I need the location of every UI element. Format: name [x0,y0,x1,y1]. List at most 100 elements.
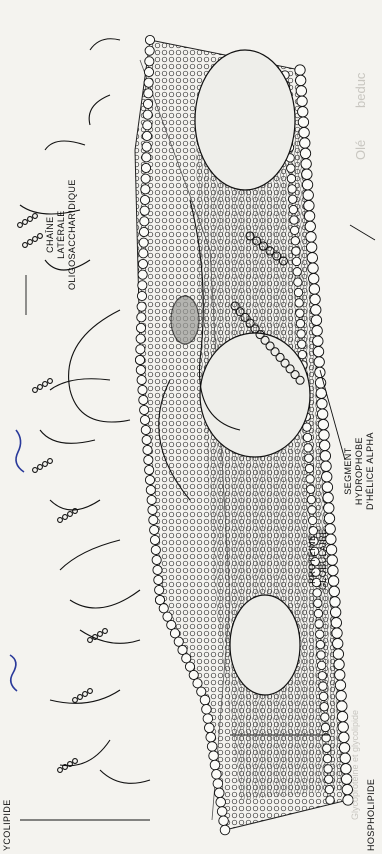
lipid-head [312,326,322,336]
lipid-head [333,638,343,648]
lipid-head [155,585,164,594]
lipid-head [325,785,333,793]
lipid-head [336,691,346,701]
lipid-head [323,492,333,502]
lipid-head [137,313,146,322]
sugar-bead [38,465,43,470]
lipid-head [289,195,297,203]
lipid-head [219,816,229,826]
lipid-head [204,723,214,733]
protein-label: PROTÉINE GLOBULAIRE [307,528,329,590]
lipid-head [142,131,151,140]
lipid-head [178,645,187,654]
lipid-head [142,142,151,151]
lipid-head [332,628,342,638]
handwritten-marks [10,430,24,691]
sugar-chain [40,430,95,443]
lipid-head [167,620,176,629]
lipid-head [322,472,332,482]
protein-label-line-2: GLOBULAIRE [318,528,329,590]
sugar-bead [73,698,78,703]
lipid-head [159,604,168,613]
lipid-head [139,395,148,404]
lipid-head [306,475,314,483]
lipid-head [328,576,338,586]
lipid-head [214,788,224,798]
sugar-bead [88,689,93,694]
lipid-head [330,607,340,617]
lipid-head [321,461,331,471]
lipid-head [309,273,319,283]
lipid-head [323,744,331,752]
lipid-head [324,765,332,773]
lipid-head [303,190,313,200]
lipid-head [292,257,300,265]
sugar-chain [100,770,150,783]
chain-label-line-1: CHAÎNE [45,179,56,290]
lipid-head [288,185,296,193]
sugar-bead [98,632,103,637]
lipid-head [290,216,298,224]
lipid-head [316,630,324,638]
lipid-head [335,670,345,680]
glycolipid-label: YCOLIPIDE [2,799,13,851]
lipid-head [287,164,295,172]
sugar-bead [78,695,83,700]
lipid-head [136,365,145,374]
lipid-head [323,754,331,762]
lipid-head [163,612,172,621]
lipid-head [326,796,334,804]
sugar-bead [43,382,48,387]
lipid-head [174,637,183,646]
lipid-head [330,597,340,607]
lipid-head [303,433,311,441]
lipid-head [340,753,350,763]
sugar-chain [69,310,130,422]
lipid-head [140,217,149,226]
lipid-head [151,545,160,554]
lipid-head [339,743,349,753]
lipid-head [318,419,328,429]
lipid-head [136,334,145,343]
lipid-head [150,535,159,544]
lipid-head [200,695,210,705]
lipid-head [144,455,153,464]
protein-label-line-1: PROTÉINE [307,528,318,590]
lipid-head [141,163,150,172]
lipid-head [216,797,226,807]
lipid-head [300,148,310,158]
lipid-head [314,599,322,607]
lipid-head [321,723,329,731]
sugar-bead [58,768,63,773]
lipid-head [334,659,344,669]
lipid-head [317,409,327,419]
sugar-bead [83,692,88,697]
lipid-head [317,661,325,669]
lipid-head [136,345,145,354]
lipid-head [207,742,217,752]
lipid-head [314,357,324,367]
lipid-head [311,305,321,315]
lipid-head [150,525,159,534]
sugar-bead [88,638,93,643]
lipid-head [138,385,147,394]
lipid-head [301,159,311,169]
lipid-head [210,760,220,770]
sugar-bead [58,518,63,523]
lipid-head [319,682,327,690]
lipid-head [324,513,334,523]
sugar-bead [48,379,53,384]
chain-label: CHAÎNE LATÉRALE OLIGOSACCHARIDIQUE [45,179,78,290]
helix-label: SEGMENT HYDROPHOBE D'HÉLICE ALPHA [343,432,376,510]
background-text-bottom: Glycoprotéine et glycolipide [350,710,360,820]
lipid-head [328,565,338,575]
lipid-head [307,253,317,263]
sugar-chain [80,630,140,643]
sugar-bead [18,223,23,228]
sugar-bead [28,217,33,222]
lipid-head [318,672,326,680]
lipid-head [145,57,154,66]
lipid-head [137,302,146,311]
lipid-head [316,388,326,398]
lipid-head [298,117,308,127]
